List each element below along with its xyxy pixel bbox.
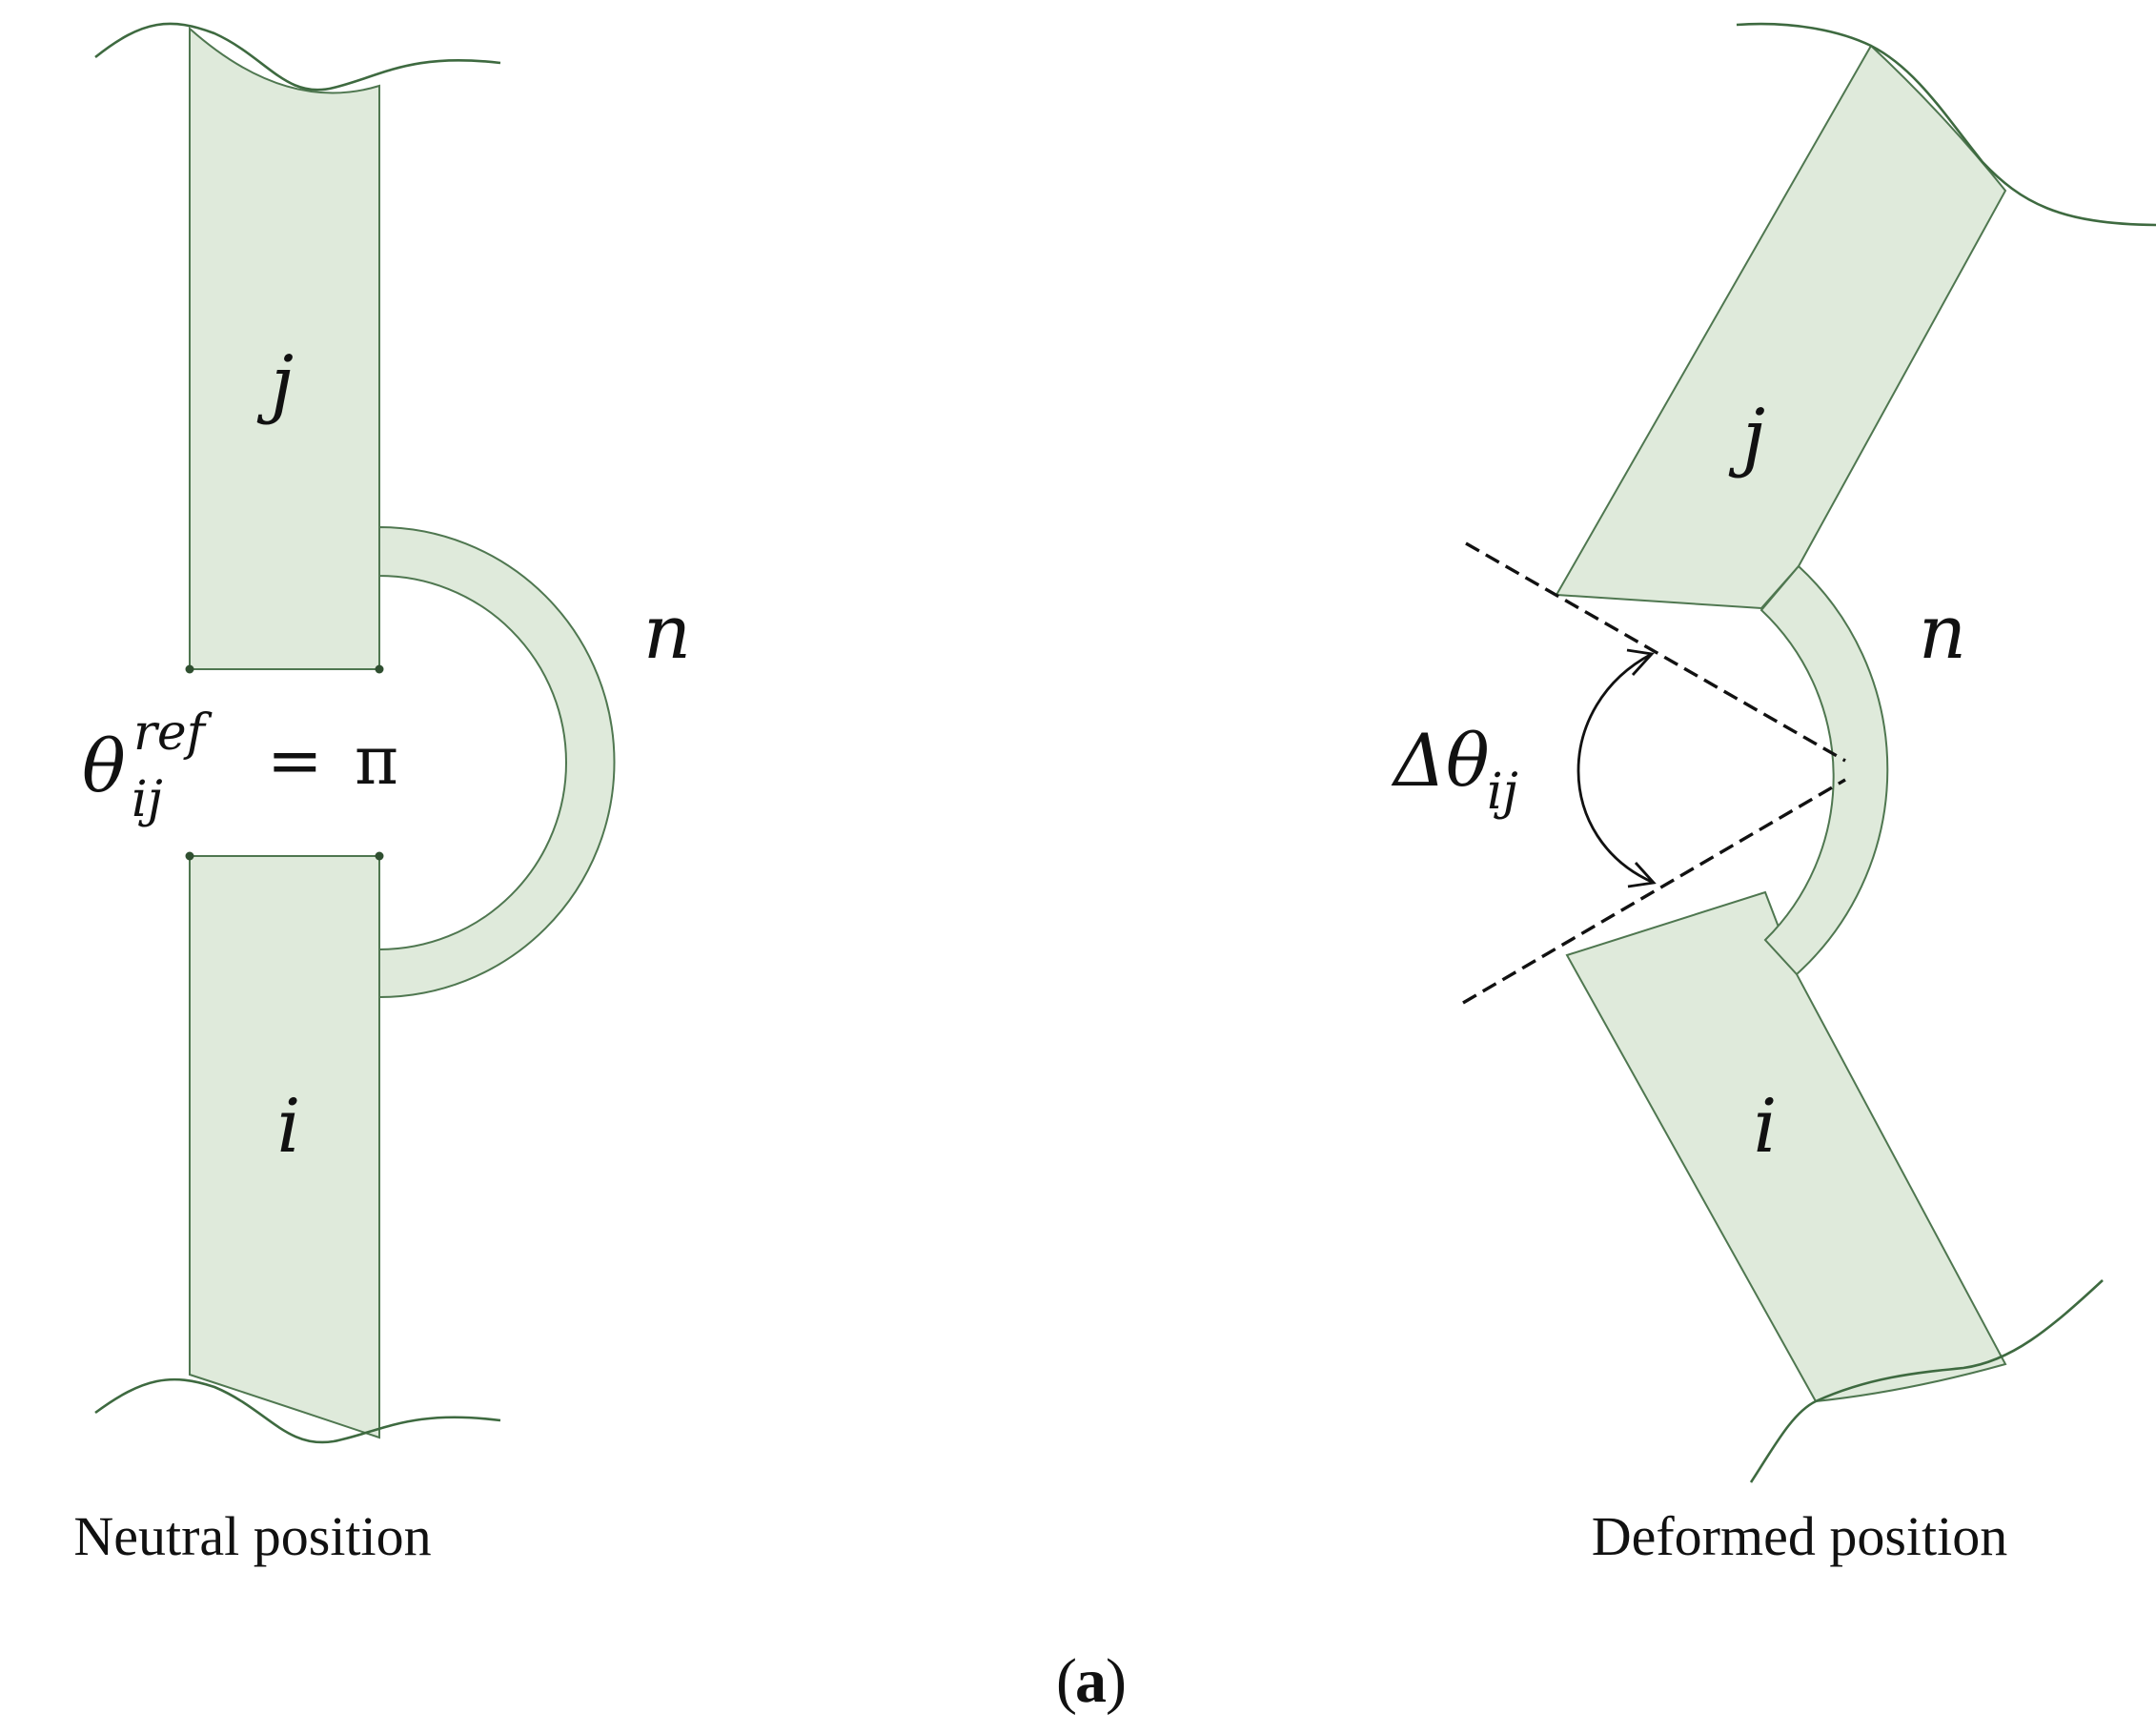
deformed-label-n: n xyxy=(1919,590,1966,676)
figure-label-letter: a xyxy=(1075,1646,1107,1716)
neutral-dot xyxy=(185,664,194,674)
figure-label: ( a ) xyxy=(1056,1646,1127,1716)
neutral-label-n: n xyxy=(643,590,691,676)
neutral-member-j xyxy=(189,26,380,670)
deformed-label-i: i xyxy=(1754,1084,1778,1170)
neutral-dot xyxy=(375,664,384,674)
deformed-panel: j i n Δθ ij Deformed position xyxy=(1391,22,2156,1567)
delta-theta-symbol: Δθ xyxy=(1391,718,1490,803)
arrowhead-lower xyxy=(1627,862,1657,888)
neutral-dot xyxy=(375,851,384,861)
delta-theta-subscript: ij xyxy=(1487,764,1518,821)
neutral-hinge-ring xyxy=(378,525,616,999)
neutral-panel: j i n θ ref ij = π Neutral position xyxy=(73,22,691,1567)
deformed-dashed-lower xyxy=(1462,778,1846,1005)
theta-equals: = xyxy=(267,722,323,800)
arrowhead-upper xyxy=(1626,648,1655,676)
figure-label-close: ) xyxy=(1106,1646,1127,1716)
deformed-member-i xyxy=(1565,890,2007,1403)
theta-superscript: ref xyxy=(133,704,213,762)
neutral-bottom-wave xyxy=(94,1377,501,1444)
neutral-label-i: i xyxy=(277,1084,301,1170)
neutral-top-wave xyxy=(94,22,501,92)
delta-theta-arc xyxy=(1576,652,1655,885)
deformed-hinge-ring xyxy=(1759,564,1889,976)
theta-pi: π xyxy=(355,722,398,800)
deformed-top-wave xyxy=(1736,22,2156,227)
neutral-dot xyxy=(185,851,194,861)
deformed-member-j xyxy=(1555,44,2007,610)
deformed-bottom-wave xyxy=(1749,1279,2104,1483)
figure-label-open: ( xyxy=(1056,1646,1077,1716)
neutral-caption: Neutral position xyxy=(73,1505,431,1567)
neutral-member-i xyxy=(189,855,380,1439)
theta-subscript: ij xyxy=(132,771,163,828)
deformed-dashed-upper xyxy=(1465,541,1846,763)
theta-symbol: θ xyxy=(82,724,126,808)
deformed-caption: Deformed position xyxy=(1592,1505,2008,1567)
